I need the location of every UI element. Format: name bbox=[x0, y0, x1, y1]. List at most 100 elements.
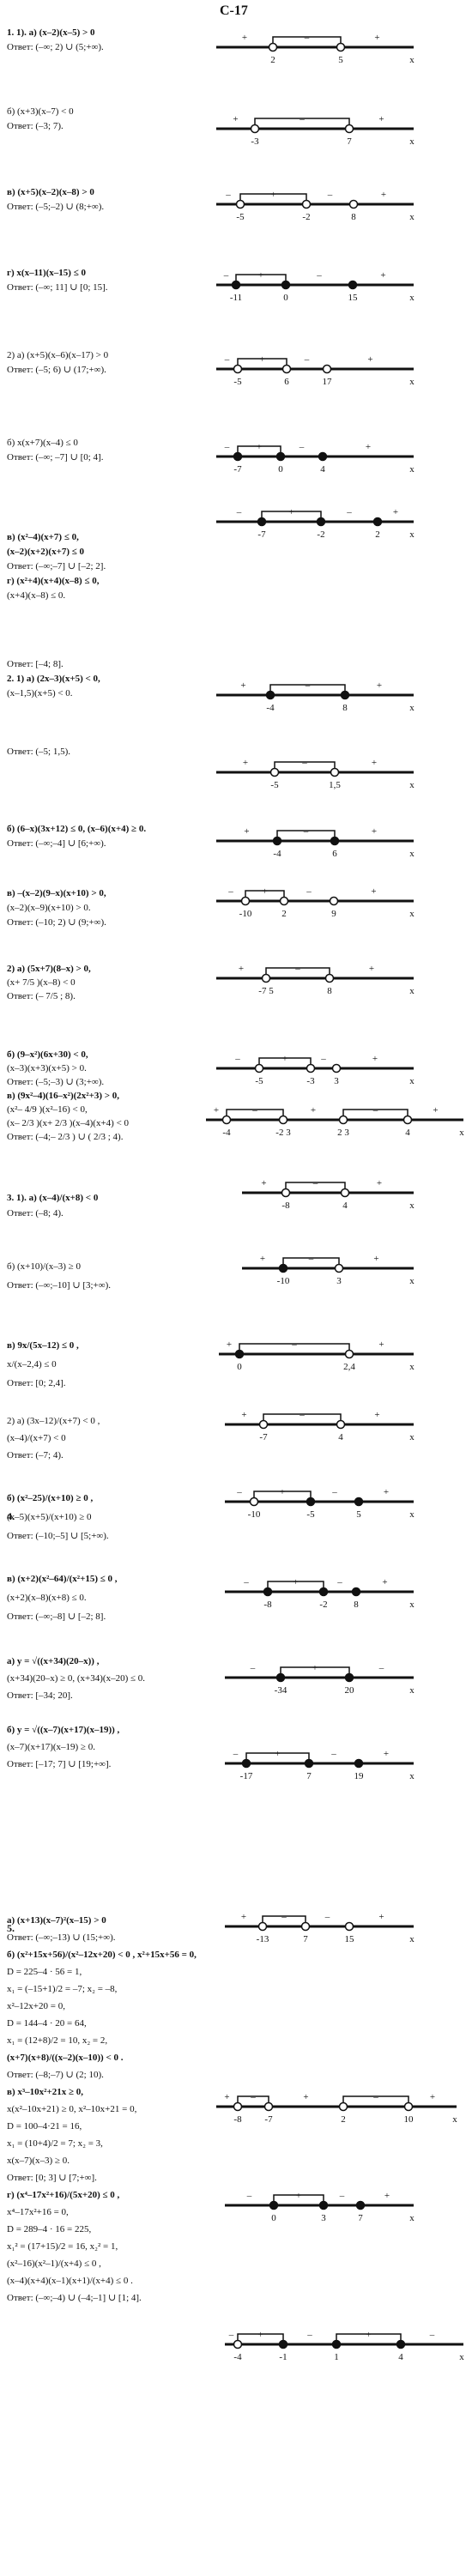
point-label: 7 bbox=[347, 136, 352, 147]
interval-frame bbox=[272, 36, 342, 48]
interval-sign: – bbox=[281, 1912, 287, 1922]
open-point bbox=[263, 2101, 274, 2112]
interval-sign: + bbox=[312, 1663, 318, 1673]
solution-line: (x–2)(x–9)(x+10) > 0. bbox=[7, 903, 91, 913]
solution-line: (x–4)(x+4)(x–1)(x+1)/(x+4) ≤ 0 . bbox=[7, 2276, 133, 2286]
point-label: x bbox=[409, 1685, 415, 1696]
interval-sign: + bbox=[374, 1410, 379, 1420]
point-label: 8 bbox=[354, 1599, 359, 1610]
interval-frame bbox=[258, 1057, 312, 1069]
solution-line: а) (x+13)(x–7)²(x–15) > 0 bbox=[7, 1915, 106, 1926]
solution-line: (x– 2/3 )(x+ 2/3 )(x–4)(x+4) < 0 bbox=[7, 1118, 130, 1128]
solution-line: 1. 1). а) (x–2)(x–5) > 0 bbox=[7, 27, 95, 38]
solution-line: (x–2)(x+2)(x+7) ≤ 0 bbox=[7, 547, 85, 557]
open-point bbox=[301, 199, 312, 209]
open-point bbox=[334, 1263, 344, 1273]
point-label: x bbox=[409, 986, 415, 996]
open-point bbox=[322, 364, 332, 374]
interval-frame bbox=[254, 118, 350, 130]
open-point bbox=[300, 1921, 311, 1932]
interval-sign: – bbox=[339, 2191, 345, 2201]
filled-point bbox=[348, 280, 358, 290]
solution-line: x(x–7)(x–3) ≥ 0. bbox=[7, 2156, 70, 2166]
open-point bbox=[336, 1419, 346, 1430]
interval-frame bbox=[235, 274, 287, 286]
interval-sign: – bbox=[246, 2191, 252, 2201]
interval-sign: + bbox=[257, 442, 262, 452]
interval-sign: + bbox=[282, 1054, 287, 1064]
point-label: -7 bbox=[233, 464, 242, 475]
point-label: 1,5 bbox=[329, 780, 341, 790]
interval-sign: + bbox=[366, 2330, 371, 2340]
interval-frame bbox=[245, 1752, 310, 1764]
filled-point bbox=[278, 1263, 288, 1273]
interval-sign: + bbox=[257, 2330, 263, 2340]
interval-sign: – bbox=[299, 1410, 305, 1420]
point-label: -7 bbox=[264, 2114, 273, 2125]
point-label: 0 bbox=[283, 293, 288, 303]
point-label: x bbox=[452, 2114, 457, 2125]
interval-frame bbox=[239, 1343, 350, 1355]
point-label: -8 bbox=[263, 1599, 272, 1610]
point-label: -3 bbox=[306, 1076, 315, 1086]
point-label: 19 bbox=[354, 1771, 365, 1781]
solution-line: Ответ: [0; 3] ∪ [7;+∞]. bbox=[7, 2173, 97, 2183]
point-label: 3 bbox=[321, 2213, 326, 2223]
interval-sign: – bbox=[233, 1749, 239, 1759]
interval-sign: + bbox=[380, 270, 385, 281]
interval-sign: + bbox=[372, 1054, 378, 1064]
point-label: 9 bbox=[331, 909, 336, 919]
interval-sign: – bbox=[306, 886, 312, 897]
solution-line: (x+7)(x+8)/((x–2)(x–10)) < 0 . bbox=[7, 2053, 124, 2063]
solution-line: а) y = √((x+34)(20–x)) , bbox=[7, 1656, 100, 1666]
point-label: 2 bbox=[281, 909, 287, 919]
point-label: x bbox=[409, 1599, 415, 1610]
interval-sign: + bbox=[241, 1912, 246, 1922]
interval-sign: + bbox=[430, 2092, 435, 2102]
interval-sign: + bbox=[367, 354, 372, 365]
interval-sign: + bbox=[384, 1749, 389, 1759]
interval-sign: – bbox=[378, 1663, 384, 1673]
interval-sign: – bbox=[306, 2330, 312, 2340]
open-point bbox=[344, 1921, 354, 1932]
interval-sign: + bbox=[227, 1339, 232, 1350]
interval-sign: – bbox=[327, 190, 333, 200]
interval-sign: + bbox=[377, 680, 382, 691]
interval-sign: – bbox=[301, 758, 307, 768]
point-label: 4 bbox=[320, 464, 325, 475]
interval-frame bbox=[237, 2333, 284, 2345]
point-label: -2 bbox=[317, 529, 324, 540]
solution-line: (x–7)(x+17)(x–19) ≥ 0. bbox=[7, 1742, 95, 1752]
interval-sign: + bbox=[372, 758, 377, 768]
solution-line: Ответ: (–∞;–8] ∪ [–2; 8]. bbox=[7, 1612, 106, 1622]
solution-line: D = 100–4·21 = 16, bbox=[7, 2121, 82, 2132]
point-label: 3 bbox=[336, 1276, 342, 1286]
interval-sign: – bbox=[224, 442, 230, 452]
filled-point bbox=[331, 2339, 342, 2349]
open-point bbox=[258, 1419, 269, 1430]
open-point bbox=[268, 42, 278, 52]
open-point bbox=[331, 1063, 342, 1073]
point-label: 17 bbox=[323, 377, 333, 387]
point-label: 8 bbox=[327, 986, 332, 996]
solution-line: (x+34)(20–x) ≥ 0, (x+34)(x–20) ≤ 0. bbox=[7, 1673, 146, 1684]
open-point bbox=[330, 767, 340, 777]
point-label: 10 bbox=[404, 2114, 415, 2125]
point-label: x bbox=[409, 212, 415, 222]
point-label: x bbox=[409, 2213, 415, 2223]
point-label: x bbox=[409, 1934, 415, 1944]
point-label: 2 3 bbox=[337, 1128, 349, 1138]
filled-point bbox=[351, 1587, 361, 1597]
solution-line: 2. 1) а) (2x–3)(x+5) < 0, bbox=[7, 674, 100, 684]
interval-sign: + bbox=[261, 1178, 266, 1188]
solution-line: 2) а) (5x+7)(8–x) > 0, bbox=[7, 964, 91, 974]
filled-point bbox=[231, 280, 241, 290]
solution-line: в) 9x/(5x–12) ≤ 0 , bbox=[7, 1340, 79, 1351]
